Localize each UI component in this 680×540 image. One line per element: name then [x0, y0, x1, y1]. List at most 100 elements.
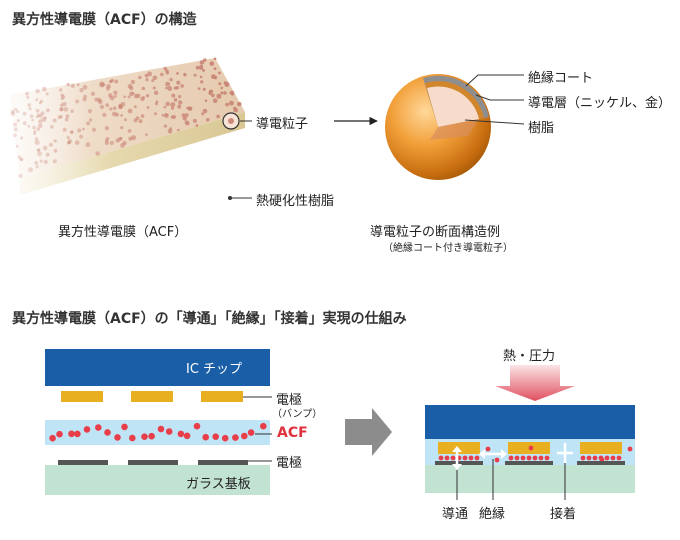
glass-substrate-bonded: [425, 465, 635, 493]
bonded-particle: [450, 455, 456, 461]
film-particle: [32, 125, 36, 130]
bonded-bump-3: [580, 442, 622, 454]
film-particle: [109, 95, 115, 101]
film-particle: [37, 148, 41, 152]
bonded-particle: [474, 455, 480, 461]
acf-particle: [56, 430, 63, 438]
film-particle: [208, 91, 213, 96]
film-particle: [105, 103, 110, 108]
film-particle: [152, 75, 158, 81]
insulation-label: 絶縁: [479, 507, 506, 522]
film-particle: [102, 112, 107, 117]
film-particle: [204, 99, 208, 102]
film-particle: [74, 140, 80, 145]
particle-caption: 導電粒子の断面構造例: [370, 225, 501, 240]
film-particle: [34, 137, 39, 141]
film-particle: [35, 108, 40, 113]
film-particle: [209, 61, 215, 66]
film-particle: [104, 140, 110, 145]
conductive-layer-label: 導電層（ニッケル、金）: [528, 96, 672, 111]
film-particle: [130, 79, 136, 85]
film-particle: [69, 130, 74, 134]
film-particle: [17, 155, 22, 160]
film-particle: [154, 112, 157, 116]
film-particle: [120, 114, 123, 117]
film-particle: [165, 86, 168, 90]
film-particle: [89, 118, 93, 122]
film-particle: [147, 71, 153, 77]
film-particle: [70, 83, 75, 88]
bonded-electrode-2: [505, 461, 553, 465]
acf-particle: [232, 434, 239, 441]
film-particle: [22, 121, 27, 126]
film-particle: [199, 60, 205, 65]
film-particle: [133, 105, 137, 109]
resin-pointer-dot: [228, 196, 232, 200]
film-particle: [39, 99, 44, 104]
film-particle: [31, 118, 34, 122]
film-particle: [114, 112, 120, 117]
acf-particle: [202, 433, 209, 441]
film-particle: [53, 139, 57, 143]
bump-2: [131, 391, 173, 402]
film-particle: [225, 102, 229, 107]
acf-film-illustration: [10, 57, 245, 195]
acf-particle: [260, 422, 267, 430]
film-particle: [60, 115, 63, 118]
transition-arrow: [345, 408, 392, 456]
acf-particle: [141, 433, 148, 441]
film-particle: [211, 93, 215, 98]
film-particle: [36, 127, 40, 131]
film-particle: [140, 114, 145, 118]
glass-electrode-2: [128, 460, 178, 465]
section1-title: 異方性導電膜（ACF）の構造: [12, 12, 197, 28]
film-particle: [202, 87, 206, 91]
film-particle: [82, 97, 87, 102]
film-particle: [138, 119, 143, 124]
glass-substrate: [45, 465, 270, 495]
film-particle: [90, 91, 96, 96]
film-particle: [109, 141, 114, 145]
film-particle: [106, 86, 110, 91]
film-particle: [153, 90, 159, 96]
bonded-bump-1: [438, 442, 480, 454]
film-particle: [237, 101, 242, 107]
film-particle: [213, 57, 217, 61]
film-particle: [20, 158, 23, 162]
film-particle: [35, 165, 39, 169]
film-particle: [57, 115, 62, 120]
acf-particle: [221, 434, 229, 442]
film-particle: [169, 127, 173, 131]
adhesion-label: 接着: [550, 507, 577, 522]
acf-particle: [74, 430, 81, 438]
glass-electrode-3: [198, 460, 248, 465]
film-particle: [52, 118, 57, 123]
film-particle: [177, 128, 180, 132]
film-particle: [85, 142, 91, 148]
film-particle: [176, 72, 179, 75]
film-particle: [113, 90, 118, 95]
bonded-particle: [462, 455, 468, 461]
film-particle: [62, 101, 67, 107]
film-particle: [173, 86, 178, 90]
film-particle: [52, 159, 57, 164]
film-particle: [145, 78, 149, 82]
bonded-particle: [494, 457, 500, 463]
film-particle: [213, 67, 217, 71]
film-particle: [164, 113, 169, 118]
particle-leader-lines: [464, 74, 525, 125]
particle-label: 導電粒子: [256, 117, 309, 132]
bonded-particle: [592, 455, 598, 461]
film-particle: [152, 86, 156, 90]
film-particle: [200, 80, 204, 84]
film-particle: [123, 95, 126, 99]
film-particle: [218, 71, 221, 75]
acf-particle: [177, 430, 185, 438]
film-particle: [167, 86, 173, 91]
acf-label: ACF: [277, 425, 308, 441]
film-particle: [43, 116, 47, 120]
after-bonding-diagram: [425, 365, 635, 500]
film-particle: [224, 81, 230, 87]
film-particle: [38, 119, 43, 124]
